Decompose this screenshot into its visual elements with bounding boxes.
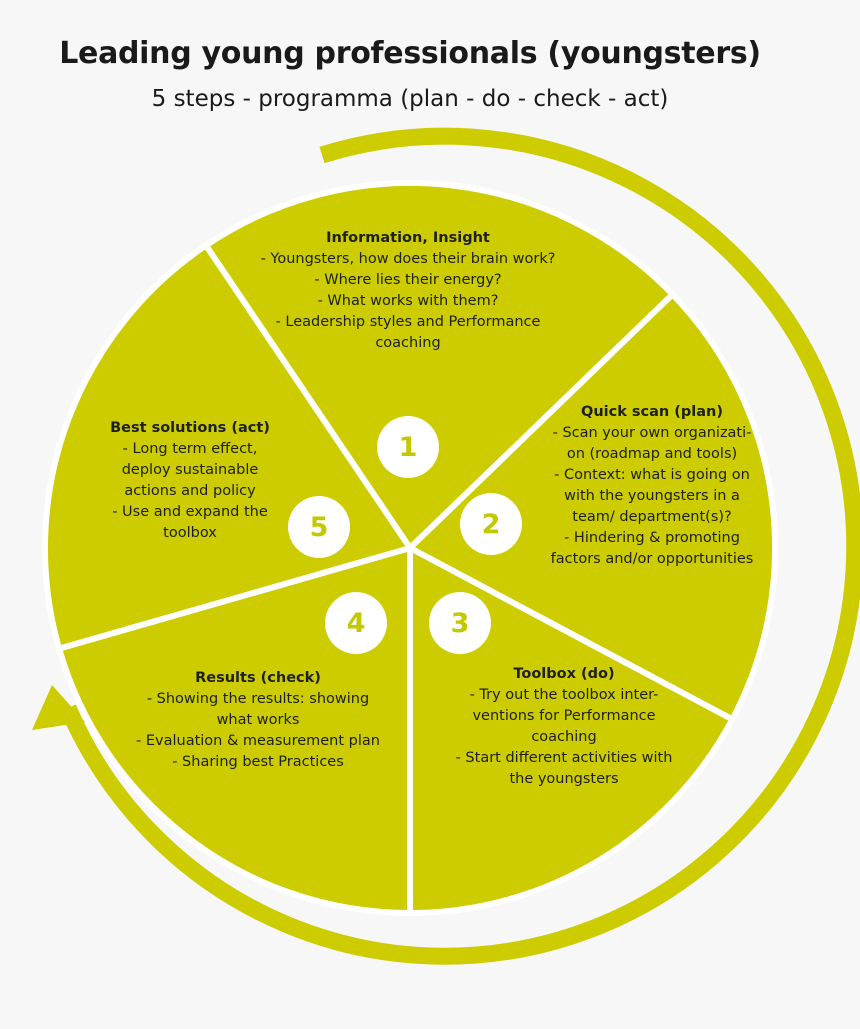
page-subtitle: 5 steps - programma (plan - do - check -… [151,86,669,112]
step-1-line: coaching [375,335,441,351]
step-3-text: Toolbox (do) - Try out the toolbox inter… [424,664,704,790]
step-3-line: the youngsters [509,771,619,787]
step-4-line: - Showing the results: showing [146,691,370,707]
step-1-line: - What works with them? [317,293,499,309]
step-2-line: with the youngsters in a [564,488,740,504]
step-4-badge: 4 [325,592,387,654]
step-5-line: actions and policy [124,483,256,499]
step-3-line: coaching [531,729,597,745]
step-5-title: Best solutions (act) [110,420,270,436]
step-2-line: - Context: what is going on [554,467,750,483]
step-2-line: on (roadmap and tools) [566,446,738,462]
segment-step-4 [55,544,413,917]
step-2-line: team/ department(s)? [572,509,732,525]
step-4-line: - Sharing best Practices [172,754,344,770]
step-1-text: Information, Insight - Youngsters, how d… [228,228,588,354]
step-2-line: - Scan your own organizati- [552,425,752,441]
step-1-line: - Youngsters, how does their brain work? [260,251,556,267]
step-3-line: - Start different activities with [455,750,673,766]
step-2-line: - Hindering & promoting [564,530,740,546]
segment-step-3 [407,543,737,917]
step-5-text: Best solutions (act) - Long term effect,… [82,418,298,544]
step-4-title: Results (check) [195,670,321,686]
step-1-line: - Where lies their energy? [314,272,502,288]
step-3-line: - Try out the toolbox inter- [469,687,659,703]
cycle-arrow-ring [60,127,860,965]
step-2-line: factors and/or opportunities [550,551,754,567]
step-5-line: toolbox [163,525,217,541]
step-3-title: Toolbox (do) [513,666,615,682]
segment-step-1 [201,179,677,553]
step-1-line: - Leadership styles and Performance [275,314,541,330]
step-5-line: deploy sustainable [121,462,259,478]
step-4-line: what works [216,712,300,728]
step-1-title: Information, Insight [326,230,490,246]
step-3-line: ventions for Performance [472,708,656,724]
step-5-badge: 5 [288,496,350,558]
step-2-title: Quick scan (plan) [581,404,723,420]
step-5-line: - Long term effect, [122,441,258,457]
segment-step-2 [404,290,779,724]
step-5-line: - Use and expand the [112,504,268,520]
step-2-text: Quick scan (plan) - Scan your own organi… [516,402,788,570]
page-title: Leading young professionals (youngsters) [59,36,761,71]
step-3-badge: 3 [429,592,491,654]
cycle-arrowhead-icon [32,685,85,730]
step-4-line: - Evaluation & measurement plan [136,733,380,749]
step-4-text: Results (check) - Showing the results: s… [108,668,408,773]
step-2-badge: 2 [460,493,522,555]
step-1-badge: 1 [377,416,439,478]
